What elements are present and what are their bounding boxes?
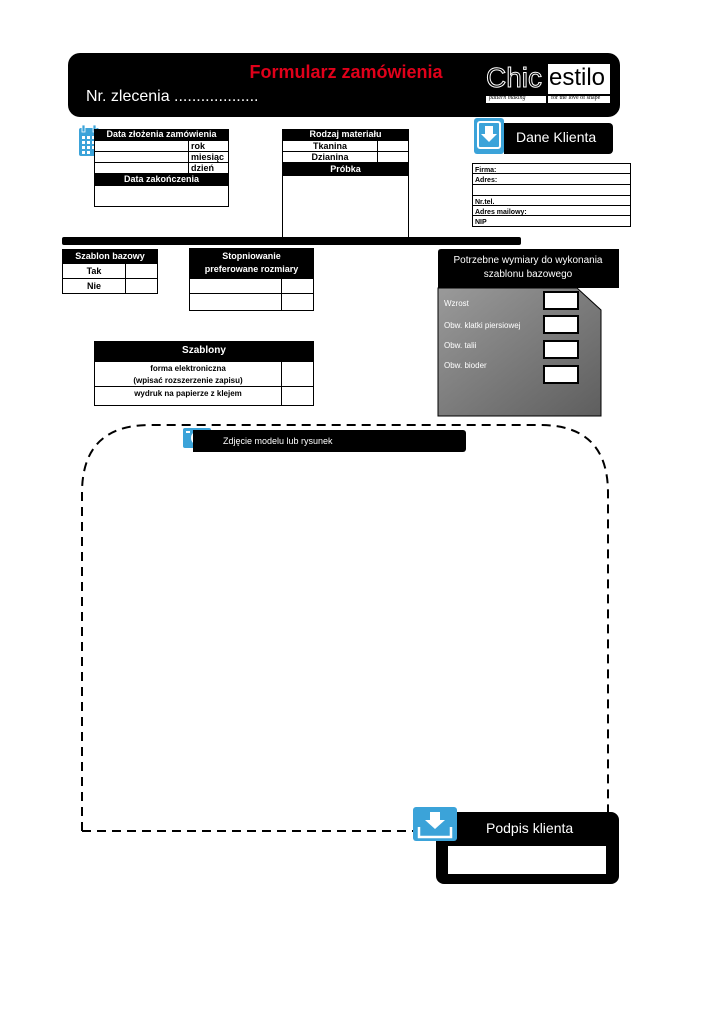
nip-label: NIP — [475, 219, 487, 226]
logo-estilo-box: estilo — [548, 64, 610, 94]
end-date-title: Data zakończenia — [94, 174, 229, 185]
logo-estilo: estilo — [549, 64, 606, 91]
electronic-form-checkbox[interactable] — [281, 361, 314, 387]
client-title-bar: Dane Klienta — [504, 123, 613, 154]
day-label: dzień — [191, 163, 215, 173]
chest-label: Obw. klatki piersiowej — [444, 321, 521, 330]
yes-label-cell: Tak — [62, 263, 126, 279]
patterns-title: Szablony — [94, 341, 314, 361]
electronic-form-label: forma elektroniczna (wpisać rozszerzenie… — [133, 364, 243, 385]
sample-area[interactable] — [282, 175, 409, 239]
grading-size-1-check[interactable] — [281, 278, 314, 294]
knit-checkbox[interactable] — [377, 151, 409, 163]
photo-title-bar: Zdjęcie modelu lub rysunek — [193, 430, 466, 452]
order-number: Nr. zlecenia ................... — [86, 88, 259, 105]
knit-label: Dzianina — [311, 152, 349, 162]
material-title: Rodzaj materiału — [282, 129, 409, 140]
phone-label: Nr.tel. — [475, 199, 495, 206]
signature-title: Podpis klienta — [486, 820, 574, 836]
company-label: Firma: — [475, 167, 497, 174]
signature-input[interactable] — [448, 846, 606, 874]
grading-size-2-check[interactable] — [281, 293, 314, 311]
waist-label: Obw. talii — [444, 341, 477, 350]
address-label: Adres: — [475, 177, 498, 184]
paper-print-checkbox[interactable] — [281, 386, 314, 406]
logo-tagline-left-box: pattern making — [486, 95, 546, 103]
height-input[interactable] — [543, 291, 579, 310]
no-label: Nie — [86, 281, 101, 291]
year-label: rok — [191, 141, 206, 151]
chest-input[interactable] — [543, 315, 579, 334]
sample-title: Próbka — [282, 163, 409, 175]
photo-title: Zdjęcie modelu lub rysunek — [223, 436, 333, 446]
waist-input[interactable] — [543, 340, 579, 359]
measurements-title: Potrzebne wymiary do wykonania szablonu … — [453, 255, 603, 280]
signature-inbox-icon — [413, 807, 457, 841]
client-title: Dane Klienta — [516, 129, 597, 145]
grading-title: Stopniowanie preferowane rozmiary — [189, 248, 314, 278]
logo-chic: Chic — [485, 62, 543, 94]
paper-print-label-cell: wydruk na papierze z klejem — [94, 386, 282, 406]
logo-tagline-left: pattern making — [489, 95, 526, 101]
month-label: miesiąc — [191, 152, 225, 162]
hips-label: Obw. bioder — [444, 361, 487, 370]
page-title: Formularz zamówienia — [249, 62, 443, 82]
grading-size-2[interactable] — [189, 293, 282, 311]
paper-print-label: wydruk na papierze z klejem — [134, 389, 242, 398]
end-date-input[interactable] — [94, 185, 229, 207]
photo-drawing-area[interactable] — [80, 423, 610, 833]
height-label: Wzrost — [444, 299, 469, 308]
base-pattern-title: Szablon bazowy — [62, 249, 158, 263]
client-fields: Firma: Adres: Nr.tel. Adres mailowy: NIP — [472, 163, 631, 229]
logo-tagline-right-box: for the love of shape — [548, 95, 610, 103]
day-input[interactable] — [94, 162, 189, 174]
yes-label: Tak — [86, 266, 102, 276]
logo-tagline-right: for the love of shape — [551, 95, 601, 101]
no-label-cell: Nie — [62, 278, 126, 294]
year-label-cell: rok — [188, 140, 229, 152]
section-divider — [62, 237, 521, 245]
nip-field[interactable]: NIP — [472, 215, 631, 227]
no-checkbox[interactable] — [125, 278, 158, 294]
knit-label-cell: Dzianina — [282, 151, 378, 163]
fabric-label: Tkanina — [312, 141, 347, 151]
inbox-download-icon — [474, 118, 504, 154]
hips-input[interactable] — [543, 365, 579, 384]
logo: Chic estilo pattern making for the love … — [485, 60, 610, 104]
email-label: Adres mailowy: — [475, 209, 527, 216]
order-date-title: Data złożenia zamówienia — [94, 129, 229, 140]
electronic-form-label-cell: forma elektroniczna (wpisać rozszerzenie… — [94, 361, 282, 387]
yes-checkbox[interactable] — [125, 263, 158, 279]
day-label-cell: dzień — [188, 162, 229, 174]
grading-size-1[interactable] — [189, 278, 282, 294]
